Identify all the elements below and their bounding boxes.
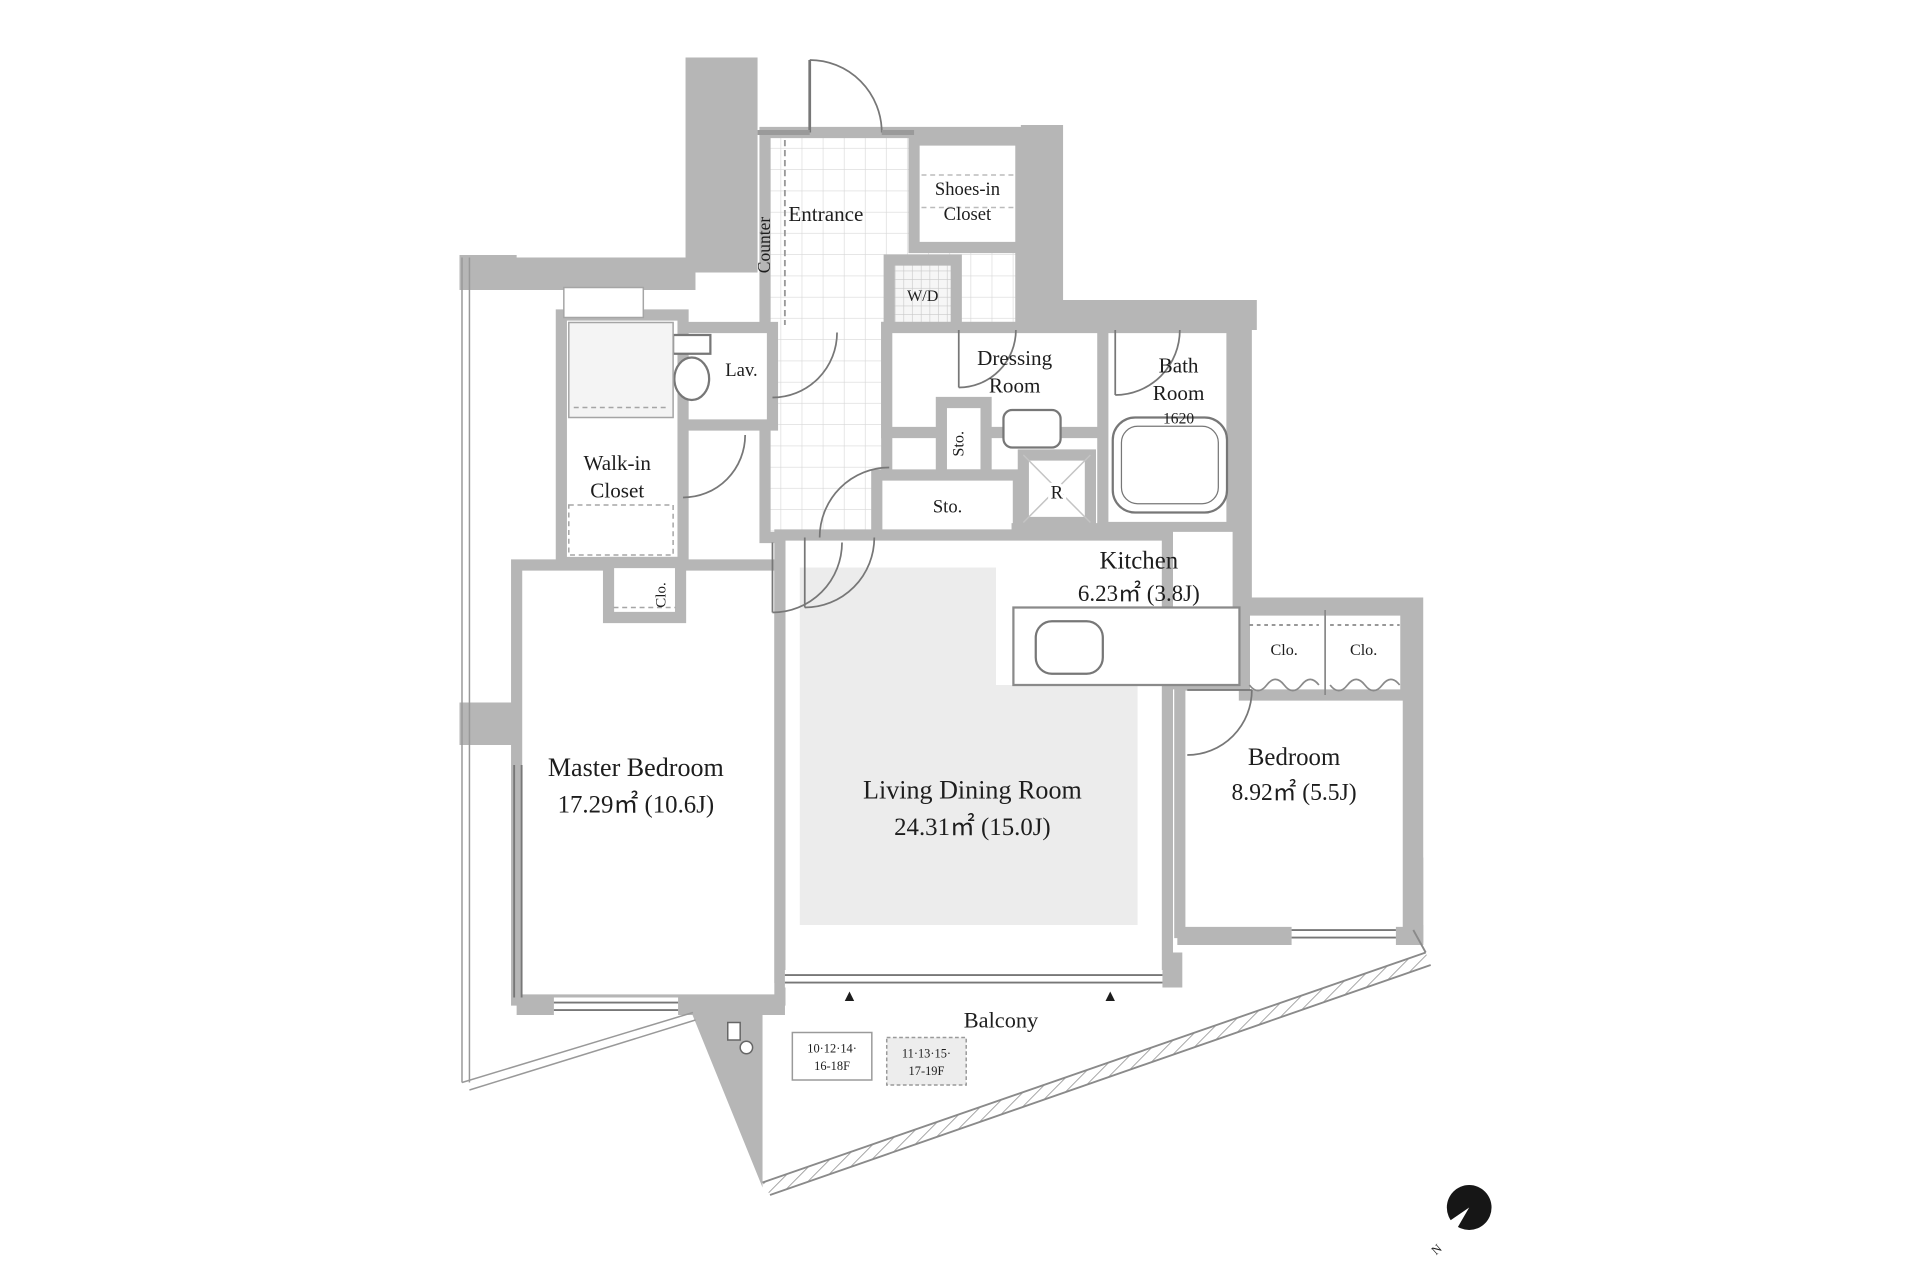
master-left-window bbox=[513, 765, 523, 998]
compass-n-label: N bbox=[1429, 1241, 1445, 1257]
bath-door bbox=[1114, 329, 1181, 396]
doors bbox=[683, 59, 1253, 756]
entrance-label: Entrance bbox=[788, 202, 863, 226]
floor-range-boxes: 10·12·14· 16-18F 11·13·15· 17-19F bbox=[791, 1031, 967, 1086]
dressing-room-label-1: Dressing bbox=[977, 346, 1052, 370]
compass-needle bbox=[1441, 1207, 1470, 1238]
floor-range-a-line1: 10·12·14· bbox=[807, 1041, 857, 1055]
compass: N bbox=[1429, 1185, 1492, 1258]
shoes-in-closet-label-2: Closet bbox=[944, 204, 992, 225]
master-bedroom-room bbox=[511, 559, 786, 1006]
ldr-window bbox=[784, 970, 1163, 988]
bedroom-area: 8.92㎡ (5.5J) bbox=[1232, 779, 1357, 806]
counter-label: Counter bbox=[754, 217, 774, 274]
master-window bbox=[553, 997, 679, 1015]
shoes-in-closet-label-1: Shoes-in bbox=[935, 179, 1001, 200]
kitchen-counter bbox=[1012, 606, 1241, 687]
kitchen-label: Kitchen bbox=[1100, 548, 1179, 575]
bedroom-room bbox=[1174, 679, 1414, 939]
storage-small-label: Sto. bbox=[950, 431, 968, 457]
dressing-door bbox=[957, 329, 1017, 389]
wic-door bbox=[683, 434, 747, 499]
closet-master-room bbox=[602, 556, 687, 624]
windows-rails bbox=[461, 257, 1431, 1196]
living-dining-label: Living Dining Room bbox=[863, 776, 1082, 805]
walk-in-closet-label-1: Walk-in bbox=[584, 451, 652, 475]
closet-b-label: Clo. bbox=[1350, 641, 1377, 659]
toilet bbox=[672, 333, 712, 402]
left-balcony-rail bbox=[461, 257, 696, 1091]
refrigerator-cross bbox=[1022, 454, 1091, 524]
master-bedroom-label: Master Bedroom bbox=[548, 753, 724, 782]
kitchen-sink bbox=[1034, 620, 1104, 675]
floor-range-a-line2: 16-18F bbox=[814, 1059, 850, 1073]
kitchen-area: 6.23㎡ (3.8J) bbox=[1078, 580, 1200, 606]
closet-a-label: Clo. bbox=[1270, 641, 1297, 659]
bedroom-label: Bedroom bbox=[1248, 744, 1340, 771]
ldr-rugs bbox=[799, 567, 1138, 925]
floor-range-b-line2: 17-19F bbox=[909, 1064, 945, 1078]
dressing-room-label-2: Room bbox=[989, 373, 1041, 397]
bath-room-size: 1620 bbox=[1163, 411, 1194, 428]
bedroom-door bbox=[1187, 689, 1253, 756]
lavatory-door bbox=[772, 332, 838, 399]
entrance-door bbox=[757, 59, 915, 135]
washbasin bbox=[1002, 408, 1062, 449]
fixtures bbox=[563, 140, 1401, 1055]
floor-range-b-box bbox=[885, 1036, 967, 1086]
hall-ldr-door bbox=[803, 466, 890, 609]
shoes-shelves bbox=[921, 174, 1016, 209]
closet-curtains bbox=[1248, 610, 1401, 695]
wic-shelves bbox=[563, 286, 676, 609]
master-door bbox=[771, 542, 843, 614]
bedroom-window bbox=[1291, 925, 1396, 945]
labels: Counter Entrance Shoes-in Closet W/D Dre… bbox=[548, 179, 1377, 1033]
balcony-label: Balcony bbox=[964, 1007, 1039, 1032]
floor-range-b-line1: 11·13·15· bbox=[902, 1046, 951, 1060]
balcony-marker-left: ▲ bbox=[841, 987, 857, 1005]
master-bedroom-area: 17.29㎡ (10.6J) bbox=[558, 790, 715, 818]
shoes-in-closet-room bbox=[908, 134, 1027, 254]
dressing-room bbox=[881, 321, 1111, 439]
balcony-fixture bbox=[727, 1021, 754, 1055]
balcony-rail bbox=[762, 929, 1431, 1196]
closet-master-label: Clo. bbox=[654, 582, 670, 607]
washer-dryer-label: W/D bbox=[907, 287, 939, 305]
storage-large-label: Sto. bbox=[933, 496, 962, 517]
bath-room-label-1: Bath bbox=[1159, 353, 1199, 377]
floor-range-a-box bbox=[791, 1031, 873, 1081]
balcony-marker-right: ▲ bbox=[1102, 987, 1118, 1005]
living-dining-area: 24.31㎡ (15.0J) bbox=[894, 813, 1051, 841]
bathtub bbox=[1111, 416, 1229, 514]
bath-room-label-2: Room bbox=[1153, 381, 1205, 405]
refrigerator-label: R bbox=[1051, 483, 1064, 504]
lavatory-label: Lav. bbox=[725, 360, 757, 381]
walk-in-closet-label-2: Closet bbox=[590, 478, 644, 502]
